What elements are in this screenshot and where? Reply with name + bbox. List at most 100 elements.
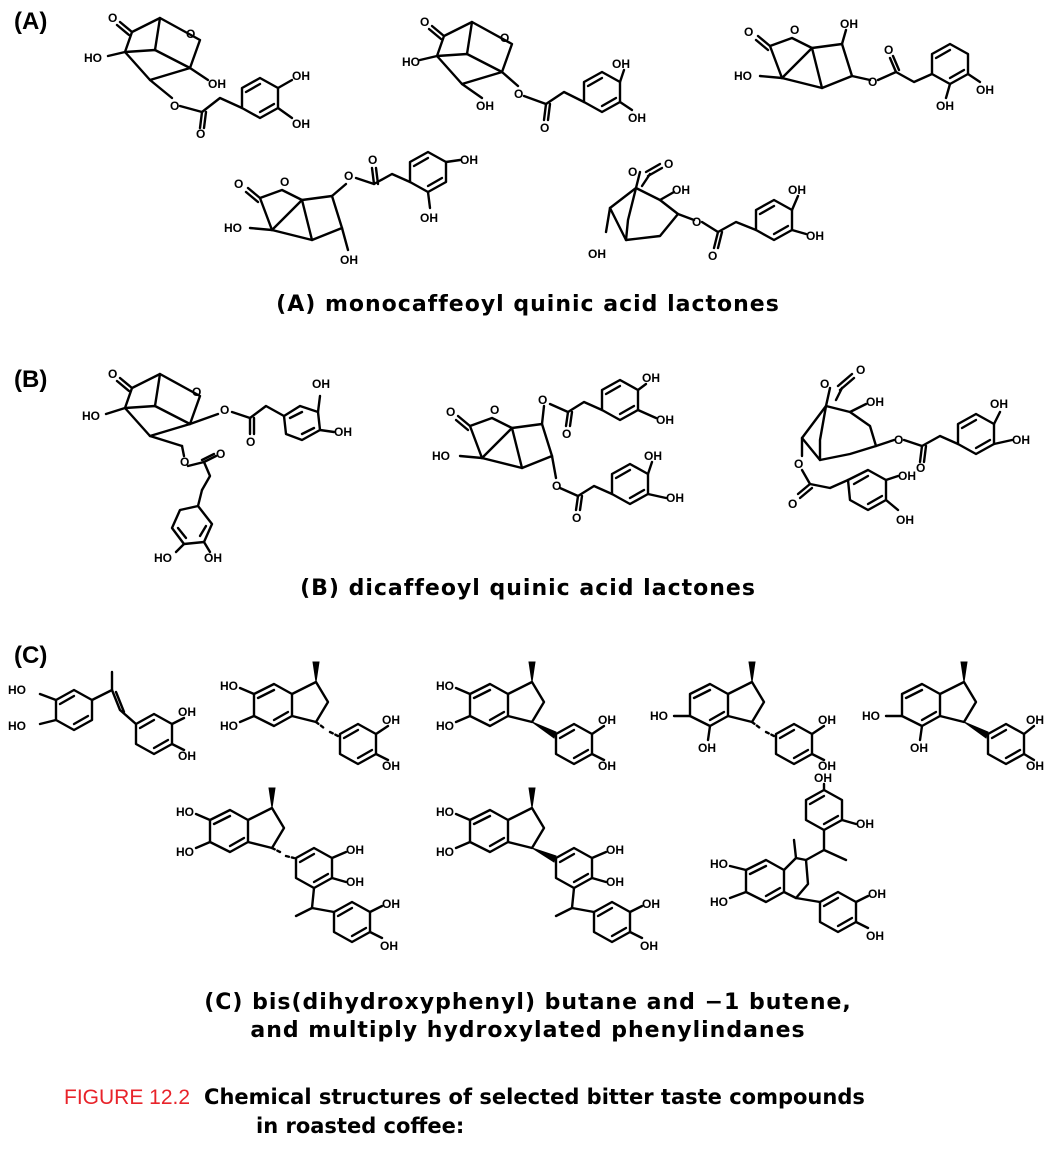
svg-text:OH: OH xyxy=(990,397,1008,411)
figure-caption-line1: Chemical structures of selected bitter t… xyxy=(204,1085,865,1109)
svg-text:O: O xyxy=(794,457,803,471)
svg-text:HO: HO xyxy=(402,55,420,69)
svg-text:OH: OH xyxy=(868,887,886,901)
svg-text:O: O xyxy=(220,403,229,417)
molecule-b3: O O OH O O OH OH O O OH OH xyxy=(788,363,1030,527)
panel-c-caption-line2: and multiply hydroxylated phenylindanes xyxy=(250,1018,806,1043)
panel-b-caption: (B) dicaffeoyl quinic acid lactones xyxy=(300,576,756,601)
svg-text:HO: HO xyxy=(710,857,728,871)
figure-caption-line2: in roasted coffee: xyxy=(256,1114,465,1138)
svg-text:OH: OH xyxy=(866,395,884,409)
svg-text:OH: OH xyxy=(656,413,674,427)
panel-a-label: (A) xyxy=(14,8,48,35)
svg-text:OH: OH xyxy=(806,229,824,243)
svg-text:O: O xyxy=(562,427,571,441)
svg-text:OH: OH xyxy=(698,741,716,755)
molecule-b1: OO HO O O OH OH O O HO OH xyxy=(82,367,352,565)
svg-text:O: O xyxy=(246,435,255,449)
svg-text:OH: OH xyxy=(896,513,914,527)
svg-text:O: O xyxy=(186,27,195,41)
molecule-a2: OO HO OH O O OH OH xyxy=(402,15,646,135)
svg-text:HO: HO xyxy=(8,683,26,697)
svg-text:O: O xyxy=(420,15,429,29)
svg-text:O: O xyxy=(788,497,797,511)
svg-text:OH: OH xyxy=(814,771,832,785)
svg-text:HO: HO xyxy=(176,845,194,859)
svg-text:O: O xyxy=(628,165,637,179)
svg-text:O: O xyxy=(868,75,877,89)
svg-text:OH: OH xyxy=(1012,433,1030,447)
svg-text:OH: OH xyxy=(382,897,400,911)
svg-text:HO: HO xyxy=(220,719,238,733)
svg-text:OH: OH xyxy=(866,929,884,943)
svg-text:OH: OH xyxy=(642,371,660,385)
svg-text:HO: HO xyxy=(84,51,102,65)
svg-text:O: O xyxy=(446,405,455,419)
svg-text:OH: OH xyxy=(606,875,624,889)
svg-text:OH: OH xyxy=(672,183,690,197)
svg-text:OH: OH xyxy=(380,939,398,953)
svg-text:O: O xyxy=(820,377,829,391)
molecule-c2: HO HO OH OH xyxy=(220,661,400,773)
svg-text:O: O xyxy=(916,461,925,475)
svg-text:OH: OH xyxy=(460,153,478,167)
svg-text:O: O xyxy=(884,43,893,57)
svg-text:HO: HO xyxy=(436,805,454,819)
svg-text:OH: OH xyxy=(382,713,400,727)
svg-text:O: O xyxy=(500,31,509,45)
svg-text:O: O xyxy=(108,367,117,381)
svg-text:OH: OH xyxy=(818,759,836,773)
panel-c-caption-line1: (C) bis(dihydroxyphenyl) butane and −1 b… xyxy=(204,990,852,1015)
svg-text:HO: HO xyxy=(224,221,242,235)
svg-text:HO: HO xyxy=(82,409,100,423)
svg-text:O: O xyxy=(552,479,561,493)
figure-number: FIGURE 12.2 xyxy=(64,1086,191,1109)
svg-text:OH: OH xyxy=(346,843,364,857)
molecule-a5: O O OH OH O O OH OH xyxy=(588,157,824,263)
svg-text:OH: OH xyxy=(346,875,364,889)
svg-text:OH: OH xyxy=(936,99,954,113)
panel-a-caption: (A) monocaffeoyl quinic acid lactones xyxy=(276,292,780,317)
svg-text:OH: OH xyxy=(856,817,874,831)
svg-text:OH: OH xyxy=(178,749,196,763)
svg-text:O: O xyxy=(856,363,865,377)
molecule-c7: HO HO OH OH OH OH xyxy=(436,787,660,953)
svg-text:O: O xyxy=(514,87,523,101)
svg-text:OH: OH xyxy=(788,183,806,197)
svg-text:HO: HO xyxy=(710,895,728,909)
svg-text:OH: OH xyxy=(204,551,222,565)
svg-text:O: O xyxy=(572,511,581,525)
molecule-c8: OH OH HO HO OH OH xyxy=(710,771,886,943)
molecule-a1: O O HO OH O O OH OH xyxy=(84,11,310,141)
svg-text:HO: HO xyxy=(436,679,454,693)
svg-text:OH: OH xyxy=(292,69,310,83)
svg-text:OH: OH xyxy=(612,57,630,71)
svg-text:OH: OH xyxy=(334,425,352,439)
svg-text:OH: OH xyxy=(840,17,858,31)
svg-text:OH: OH xyxy=(628,111,646,125)
svg-text:HO: HO xyxy=(734,69,752,83)
svg-text:O: O xyxy=(692,215,701,229)
svg-text:OH: OH xyxy=(666,491,684,505)
svg-text:O: O xyxy=(744,25,753,39)
svg-text:OH: OH xyxy=(598,713,616,727)
svg-text:HO: HO xyxy=(154,551,172,565)
svg-text:O: O xyxy=(108,11,117,25)
svg-text:O: O xyxy=(344,169,353,183)
svg-text:OH: OH xyxy=(898,469,916,483)
svg-text:OH: OH xyxy=(910,741,928,755)
svg-text:O: O xyxy=(368,153,377,167)
svg-text:HO: HO xyxy=(862,709,880,723)
svg-text:HO: HO xyxy=(220,679,238,693)
svg-text:OH: OH xyxy=(640,939,658,953)
svg-text:OH: OH xyxy=(292,117,310,131)
svg-text:OH: OH xyxy=(644,449,662,463)
svg-text:O: O xyxy=(540,121,549,135)
svg-text:OH: OH xyxy=(606,843,624,857)
svg-text:OH: OH xyxy=(598,759,616,773)
molecule-c1: HO HO OH OH xyxy=(8,670,196,763)
svg-text:O: O xyxy=(490,403,499,417)
